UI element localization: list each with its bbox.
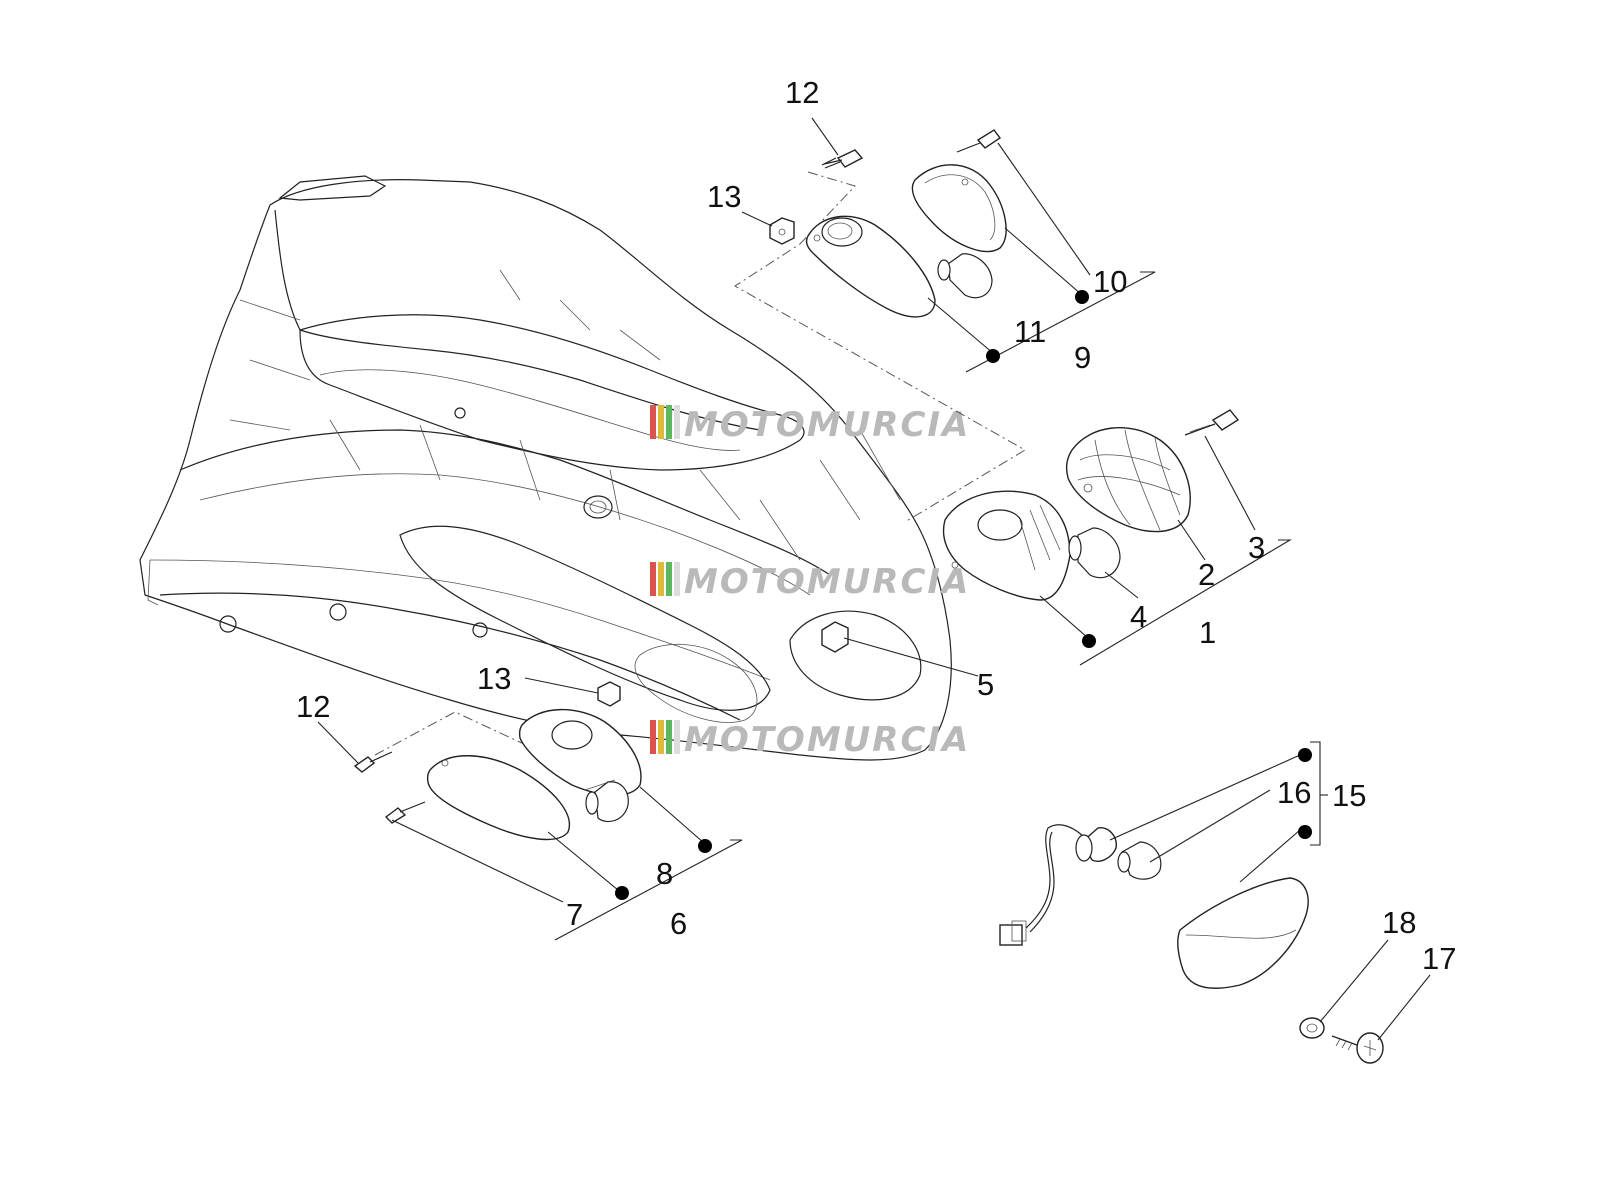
svg-text:MOTOMURCIA: MOTOMURCIA [684,720,970,760]
screw-17 [1331,1032,1384,1064]
label-16: 16 [1277,775,1311,810]
label-18: 18 [1382,905,1416,940]
lens-10 [911,164,1007,253]
label-9: 9 [1074,340,1091,375]
watermark-middle: MOTOMURCIA [650,562,970,602]
front-shield-body [139,175,952,761]
reflector-1 [942,490,1071,601]
screw-12-lower [353,751,393,773]
svg-text:MOTOMURCIA: MOTOMURCIA [684,562,970,602]
label-12-top: 12 [785,75,819,110]
screw-10 [956,129,1002,153]
svg-text:MOTOMURCIA: MOTOMURCIA [684,405,970,445]
label-8: 8 [656,856,673,891]
label-15: 15 [1332,778,1366,813]
label-6: 6 [670,906,687,941]
label-11: 11 [1014,314,1046,349]
screw-12-top [821,149,864,169]
middle-turn-signal-assembly [821,409,1240,653]
label-12-lower: 12 [296,689,330,724]
label-7: 7 [566,897,583,932]
screw-3 [1184,409,1240,436]
label-5: 5 [977,667,994,702]
clip-nut-5 [821,621,849,653]
lens-7 [426,755,571,841]
reference-dots [615,290,1312,900]
callout-labels: 12 13 10 11 9 3 2 4 1 5 13 12 8 7 6 16 1… [296,75,1456,976]
label-10: 10 [1093,264,1127,299]
bulb-16 [1121,841,1162,880]
label-17: 17 [1422,941,1456,976]
washer-18 [1299,1017,1325,1039]
license-light-assembly [999,824,1384,1064]
watermark-bottom: MOTOMURCIA [650,720,970,760]
leader-lines [317,117,1431,1041]
connector [999,924,1023,946]
watermark-top: MOTOMURCIA [650,405,970,445]
label-3: 3 [1248,530,1265,565]
label-1: 1 [1199,615,1216,650]
reflector-11 [805,215,936,318]
lens-2 [1065,427,1191,533]
bulb-4 [1068,527,1121,579]
clip-nut-13-lower [597,681,621,707]
upper-turn-signal-assembly [734,129,1026,523]
screw-7 [384,801,426,824]
label-13-lower: 13 [477,661,511,696]
lower-turn-signal-assembly [353,681,642,841]
bulb-8 [585,781,629,823]
label-4: 4 [1130,599,1147,634]
label-2: 2 [1198,557,1215,592]
license-light-housing [1177,877,1309,989]
bulb-upper [937,253,993,299]
clip-nut-13-top [769,217,795,245]
label-13-top: 13 [707,179,741,214]
